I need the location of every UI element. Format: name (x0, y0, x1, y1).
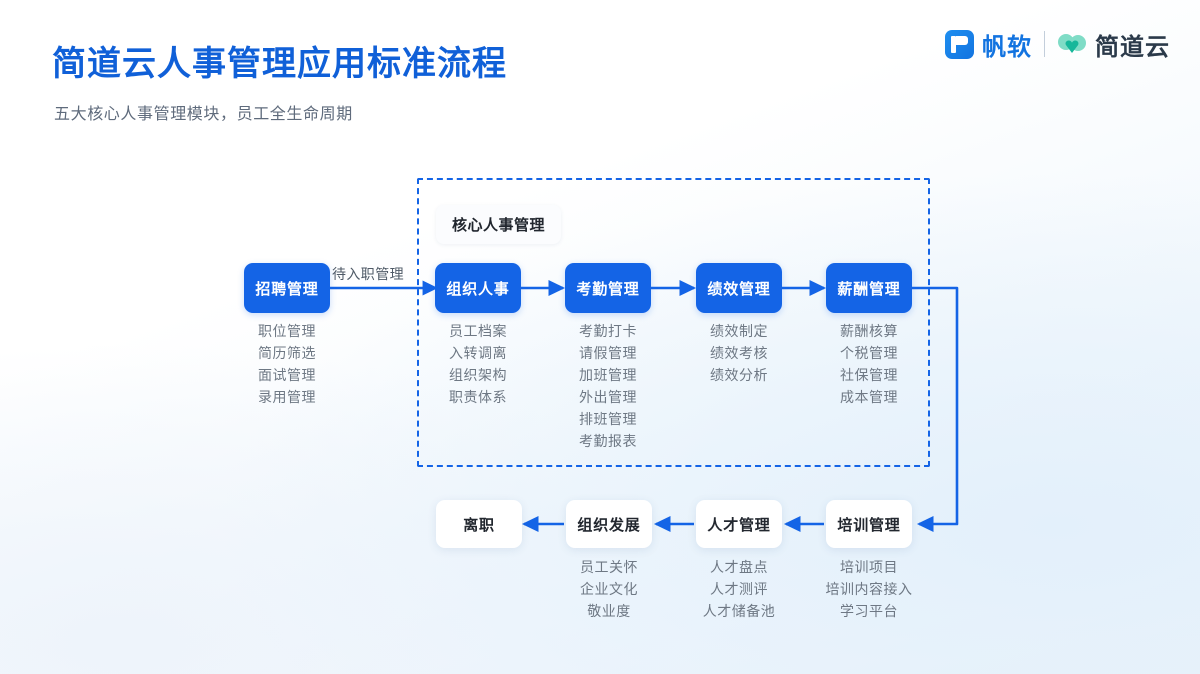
fanruan-brand-name: 帆软 (982, 33, 1032, 61)
page-title: 简道云人事管理应用标准流程 (52, 45, 507, 83)
node-talent-management[interactable]: 人才管理 (696, 500, 782, 548)
node-label: 薪酬管理 (837, 280, 901, 298)
node-label: 人才管理 (707, 516, 771, 534)
sublist-attendance-management: 考勤打卡请假管理加班管理外出管理排班管理考勤报表 (579, 323, 637, 449)
sublist-organization-development: 员工关怀企业文化敬业度 (580, 559, 638, 619)
node-label: 离职 (463, 516, 495, 534)
sublist-payroll-management: 薪酬核算个税管理社保管理成本管理 (840, 323, 898, 405)
brand-logo-group: 帆软 简道云 (945, 24, 1170, 64)
node-label: 绩效管理 (707, 280, 771, 298)
jiandaoyun-brand: 简道云 (1057, 27, 1170, 62)
node-training-management[interactable]: 培训管理 (826, 500, 912, 548)
page-subtitle: 五大核心人事管理模块，员工全生命周期 (54, 106, 353, 123)
brand-separator (1044, 31, 1045, 57)
node-label: 组织发展 (577, 516, 641, 534)
sublist-recruitment-management: 职位管理简历筛选面试管理录用管理 (258, 323, 316, 405)
fanruan-logo-icon (945, 29, 974, 59)
node-organization-development[interactable]: 组织发展 (566, 500, 652, 548)
node-label: 培训管理 (837, 516, 901, 534)
jiandaoyun-cloud-heart-icon (1057, 31, 1087, 57)
core-hr-group-label: 核心人事管理 (436, 205, 562, 244)
sublist-organization-personnel: 员工档案入转调离组织架构职责体系 (449, 323, 507, 405)
node-offboarding[interactable]: 离职 (436, 500, 522, 548)
edge-label-pending-onboarding: 待入职管理 (332, 266, 404, 282)
fanruan-brand: 帆软 (945, 27, 1032, 62)
node-payroll-management[interactable]: 薪酬管理 (826, 263, 912, 313)
node-recruitment-management[interactable]: 招聘管理 (244, 263, 330, 313)
sublist-talent-management: 人才盘点人才测评人才储备池 (702, 559, 776, 619)
node-performance-management[interactable]: 绩效管理 (696, 263, 782, 313)
node-label: 考勤管理 (576, 280, 640, 298)
node-organization-personnel[interactable]: 组织人事 (435, 263, 521, 313)
node-label: 招聘管理 (255, 280, 319, 298)
jiandaoyun-brand-name: 简道云 (1095, 33, 1170, 61)
sublist-performance-management: 绩效制定绩效考核绩效分析 (710, 323, 768, 383)
sublist-training-management: 培训项目培训内容接入学习平台 (825, 559, 913, 619)
node-attendance-management[interactable]: 考勤管理 (565, 263, 651, 313)
node-label: 组织人事 (446, 280, 510, 298)
